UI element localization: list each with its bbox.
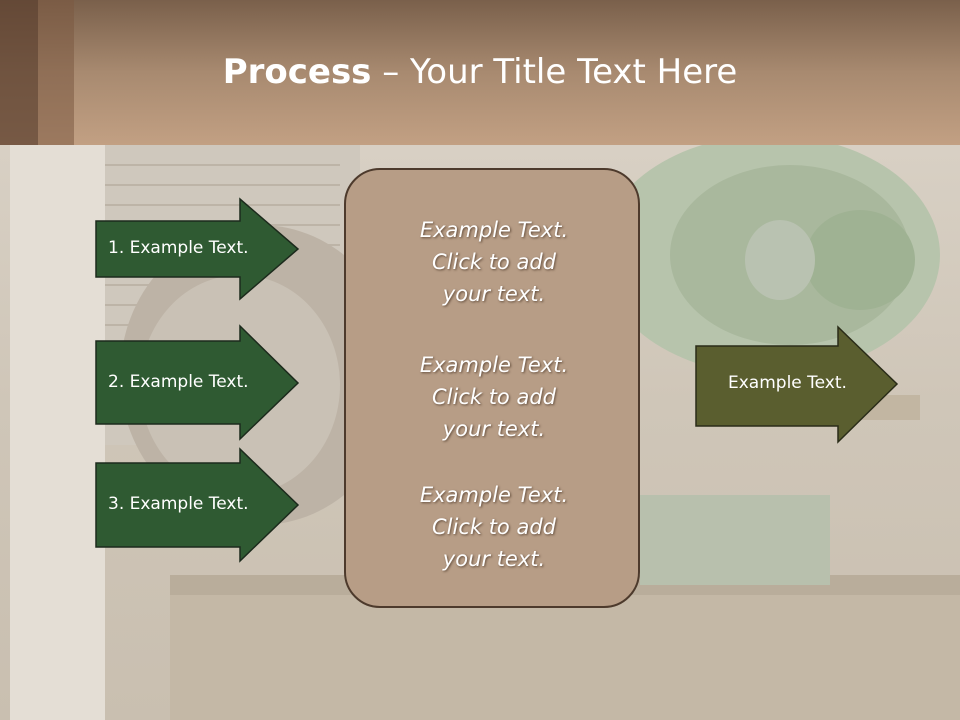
slide-title[interactable]: Process – Your Title Text Here: [0, 52, 960, 92]
title-rest: – Your Title Text Here: [371, 52, 738, 92]
center-text-line: your text.: [442, 547, 546, 571]
center-text-line: your text.: [442, 282, 546, 306]
center-text-block-1[interactable]: Example Text. Click to add your text.: [346, 214, 642, 310]
center-text-line: your text.: [442, 417, 546, 441]
step-arrow-2[interactable]: 2. Example Text.: [95, 324, 300, 441]
step-arrow-label: 3. Example Text.: [108, 494, 249, 514]
title-bold: Process: [222, 52, 372, 92]
center-text-line: Click to add: [431, 515, 556, 539]
result-arrow[interactable]: Example Text.: [695, 325, 900, 444]
center-text-block-2[interactable]: Example Text. Click to add your text.: [346, 349, 642, 445]
step-arrow-1[interactable]: 1. Example Text.: [95, 197, 300, 301]
arrow-shape-icon: [95, 324, 300, 441]
arrow-shape-icon: [95, 197, 300, 301]
center-text-line: Example Text.: [419, 218, 569, 242]
arrow-shape-icon: [695, 325, 899, 444]
header-band: Process – Your Title Text Here: [0, 0, 960, 145]
center-text-line: Example Text.: [419, 353, 569, 377]
center-text-line: Example Text.: [419, 483, 569, 507]
step-arrow-label: 2. Example Text.: [108, 372, 249, 392]
result-arrow-label: Example Text.: [728, 373, 847, 393]
arrow-shape-icon: [95, 447, 300, 563]
center-text-block-3[interactable]: Example Text. Click to add your text.: [346, 479, 642, 575]
header-accent-strip: [0, 0, 38, 145]
step-arrow-3[interactable]: 3. Example Text.: [95, 447, 300, 563]
center-text-line: Click to add: [431, 385, 556, 409]
header-accent-strip-2: [38, 0, 74, 145]
center-content-box[interactable]: Example Text. Click to add your text. Ex…: [344, 168, 640, 608]
center-text-line: Click to add: [431, 250, 556, 274]
step-arrow-label: 1. Example Text.: [108, 238, 249, 258]
